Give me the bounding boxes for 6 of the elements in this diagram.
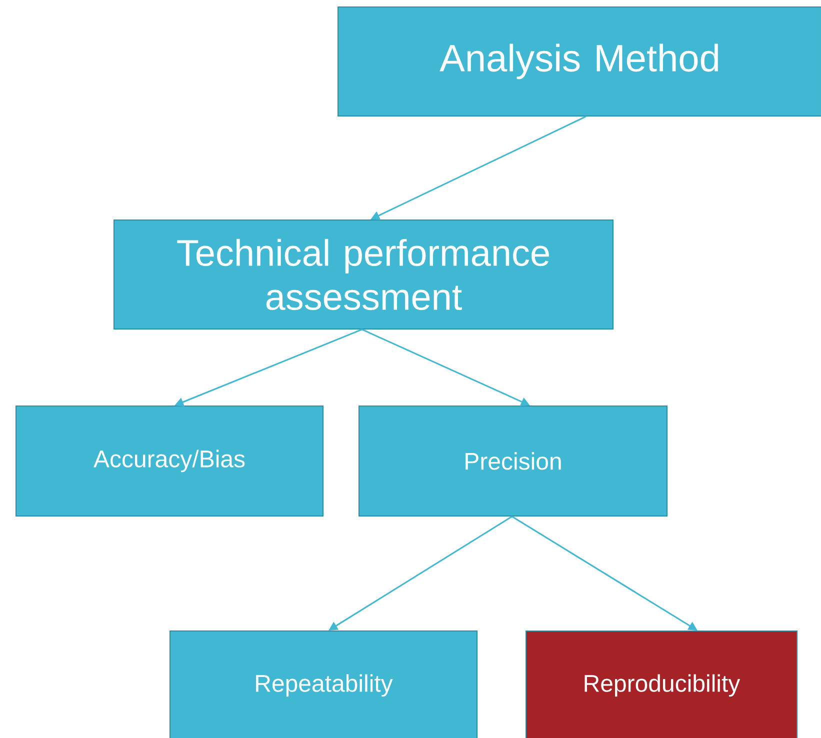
process-box: Analysis Method bbox=[338, 6, 821, 116]
process-box: Technical performance assessment bbox=[114, 219, 614, 330]
process-box: Repeatability bbox=[170, 630, 478, 738]
process-box: Accuracy/Bias bbox=[16, 405, 324, 516]
process-box: Precision bbox=[358, 405, 668, 516]
process-box: Reproducibility bbox=[526, 630, 798, 738]
